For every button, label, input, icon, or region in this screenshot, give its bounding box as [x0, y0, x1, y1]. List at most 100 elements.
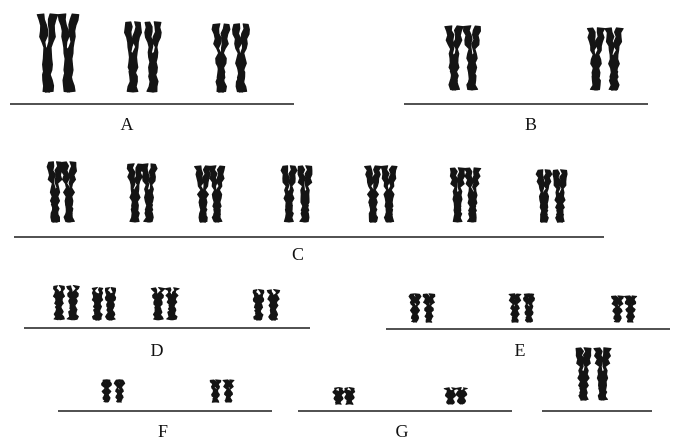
chromosome-extra-48	[593, 347, 612, 401]
chromatid	[103, 379, 112, 403]
chromosome-c-14	[140, 163, 158, 223]
chromatid	[589, 27, 606, 91]
chromatid	[211, 165, 226, 223]
chromosome-b-10	[604, 27, 624, 91]
chromosome-e-38	[623, 295, 638, 323]
chromosome-b-7	[444, 25, 464, 91]
chromosome-c-23	[535, 169, 553, 223]
chromosome-extra-47	[575, 347, 592, 401]
chromosome-g-46	[455, 387, 468, 405]
chromosome-e-33	[408, 293, 422, 323]
chromatid	[146, 21, 162, 93]
chromosome-d-25	[52, 284, 66, 321]
chromatid	[425, 293, 436, 323]
chromatid	[116, 379, 126, 403]
chromosome-a-3	[123, 21, 143, 93]
group-d-label: D	[151, 340, 164, 360]
group-c-label: C	[292, 244, 304, 264]
chromatid	[597, 347, 612, 401]
chromosome-f-39	[101, 379, 112, 403]
chromosome-b-8	[462, 25, 482, 91]
chromatid	[152, 287, 166, 321]
chromatid	[578, 347, 592, 401]
chromatid	[626, 295, 638, 323]
group-f-label: F	[158, 421, 168, 441]
chromatid	[411, 293, 422, 323]
chromatid	[448, 25, 464, 91]
chromatid	[555, 169, 568, 223]
chromatid	[283, 165, 298, 223]
chromosome-c-15	[194, 165, 212, 223]
group-g-label: G	[396, 421, 409, 441]
chromosome-d-26	[66, 284, 80, 321]
chromatid	[198, 165, 212, 223]
group-a-label: A	[121, 114, 134, 134]
chromatid	[613, 295, 625, 323]
chromatid	[383, 165, 398, 223]
chromosome-d-28	[104, 287, 117, 321]
chromatid	[105, 287, 117, 321]
chromatid	[458, 387, 468, 405]
chromosome-g-44	[343, 386, 356, 405]
chromatid	[268, 288, 281, 321]
chromosome-c-13	[126, 163, 144, 223]
chromosome-g-43	[332, 387, 345, 405]
chromosome-c-18	[297, 165, 313, 223]
chromatid	[511, 293, 522, 323]
chromosome-c-21	[449, 167, 466, 223]
group-b-label: B	[525, 114, 537, 134]
chromosome-c-19	[364, 165, 382, 223]
chromatid	[215, 23, 231, 93]
chromosomes-layer	[36, 13, 638, 405]
chromatid	[63, 161, 78, 223]
chromatid	[91, 287, 104, 321]
chromatid	[50, 161, 64, 223]
chromosome-c-17	[280, 165, 298, 223]
chromatid	[53, 284, 66, 321]
chromosome-c-22	[463, 167, 482, 223]
chromosome-f-41	[209, 379, 222, 403]
chromatid	[66, 284, 80, 321]
chromatid	[608, 27, 624, 91]
chromatid	[466, 167, 482, 223]
chromosome-c-20	[380, 165, 398, 223]
chromatid	[452, 167, 466, 223]
chromatid	[525, 293, 535, 323]
chromatid	[466, 25, 482, 91]
chromosome-d-32	[266, 288, 281, 321]
chromatid	[253, 288, 265, 321]
chromosome-e-36	[523, 293, 535, 323]
chromosome-a-6	[232, 23, 250, 93]
chromosome-c-24	[552, 169, 568, 223]
chromosome-a-4	[144, 21, 162, 93]
chromosome-e-34	[422, 293, 436, 323]
chromosome-f-40	[113, 379, 126, 403]
chromosome-d-31	[252, 288, 265, 321]
chromatid	[166, 287, 180, 321]
chromatid	[126, 21, 143, 93]
chromosome-c-11	[46, 161, 64, 223]
chromosome-d-30	[164, 287, 180, 321]
chromosome-c-16	[208, 165, 226, 223]
chromatid	[62, 13, 80, 93]
group-e-label: E	[515, 340, 526, 360]
chromatid	[129, 163, 144, 223]
chromatid	[447, 387, 458, 405]
chromatid	[299, 165, 313, 223]
chromosome-e-35	[508, 293, 522, 323]
chromosome-a-2	[57, 13, 80, 93]
chromatid	[235, 23, 250, 93]
chromatid	[539, 169, 553, 223]
chromosome-b-9	[586, 27, 606, 91]
chromatid	[42, 13, 59, 93]
chromatid	[368, 165, 382, 223]
chromosome-a-1	[36, 13, 59, 93]
chromatid	[143, 163, 158, 223]
chromosome-d-27	[91, 286, 104, 321]
chromosome-d-29	[150, 287, 166, 321]
chromatid	[346, 386, 356, 405]
chromosome-f-42	[222, 379, 235, 403]
chromosome-g-45	[443, 387, 458, 405]
chromatid	[212, 379, 222, 403]
